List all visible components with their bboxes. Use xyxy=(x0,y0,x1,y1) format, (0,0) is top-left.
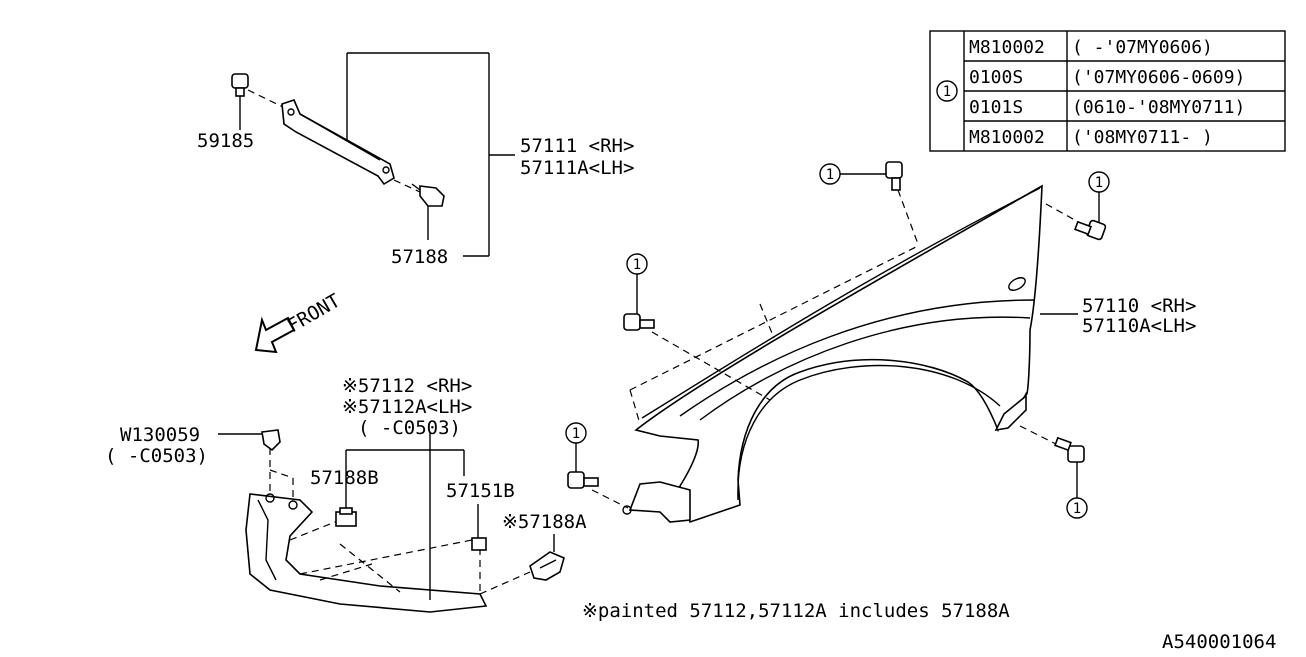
label-57110: 57110 <RH> xyxy=(1082,295,1196,317)
label-59185: 59185 xyxy=(197,130,254,152)
label-57112: ※57112 <RH> xyxy=(342,375,472,397)
callout-rear-lower: 1 xyxy=(1066,462,1088,519)
table-row-1-range: ( -'07MY0606) xyxy=(1072,37,1213,58)
table-row-2-part: 0100S xyxy=(969,67,1023,88)
clip-57151b-icon xyxy=(471,537,487,551)
table-row-1-part: M810002 xyxy=(969,37,1045,58)
label-w130059-range: ( -C0503) xyxy=(105,445,208,467)
table-callout-circle xyxy=(936,80,958,102)
label-57188b: 57188B xyxy=(310,467,379,489)
front-label: FRONT xyxy=(284,290,345,338)
svg-text:1: 1 xyxy=(633,257,641,273)
svg-text:1: 1 xyxy=(572,426,580,442)
bolt-front-lower-icon xyxy=(567,471,599,489)
table-row-3-part: 0101S xyxy=(969,97,1023,118)
label-57188: 57188 xyxy=(391,246,448,268)
fender-bracket-assembly: 59185 57111 <RH> 57111A<LH> 57188 xyxy=(197,52,634,268)
label-57111: 57111 <RH> xyxy=(520,135,634,157)
clip-w130059-icon xyxy=(261,429,281,452)
callout-rear-upper: 1 xyxy=(1088,171,1110,222)
front-direction-indicator: FRONT xyxy=(254,290,345,354)
callout-top: 1 xyxy=(819,163,886,185)
callout-front-lower: 1 xyxy=(565,422,587,472)
label-57110a: 57110A<LH> xyxy=(1082,315,1196,337)
table-row-3-range: (0610-'08MY0711) xyxy=(1072,97,1245,118)
fender-outline-icon xyxy=(634,184,1043,524)
bolt-59185-icon xyxy=(231,73,249,97)
lower-panel-outline-icon xyxy=(245,493,488,613)
table-row-4-range: ('08MY0711- ) xyxy=(1072,127,1213,148)
svg-text:1: 1 xyxy=(1095,175,1103,191)
bolt-rear-upper-icon xyxy=(1074,219,1107,241)
table-row-4-part: M810002 xyxy=(969,127,1045,148)
label-57188a: ※57188A xyxy=(502,511,587,533)
clip-57188a-icon xyxy=(529,551,565,581)
painted-note: ※painted 57112,57112A includes 57188A xyxy=(582,600,1010,622)
diagram-reference-id: A540001064 xyxy=(1162,631,1276,653)
clip-57188b-icon xyxy=(335,507,357,527)
label-w130059: W130059 xyxy=(120,424,200,446)
bracket-57111-icon xyxy=(281,99,395,186)
bolt-rear-lower-icon xyxy=(1054,436,1085,463)
callout-front-upper: 1 xyxy=(626,253,648,314)
table-row-2-range: ('07MY0606-0609) xyxy=(1072,67,1245,88)
table-callout-number: 1 xyxy=(943,84,951,100)
svg-text:1: 1 xyxy=(1073,501,1081,517)
label-57151b: 57151B xyxy=(446,480,515,502)
front-arrow-icon xyxy=(254,316,296,354)
fender-lower-panel-57112: ※57112 <RH> ※57112A<LH> ( -C0503) W13005… xyxy=(105,375,587,613)
clip-57188-icon xyxy=(411,183,445,207)
label-57112-range: ( -C0503) xyxy=(358,417,461,439)
bolt-top-icon xyxy=(885,161,903,191)
applicability-table: 1 M810002 ( -'07MY0606) 0100S ('07MY0606… xyxy=(929,30,1286,152)
label-57112a: ※57112A<LH> xyxy=(342,396,472,418)
bolt-front-upper-icon xyxy=(623,313,655,331)
svg-text:1: 1 xyxy=(826,167,834,183)
label-57111a: 57111A<LH> xyxy=(520,157,634,179)
front-fender-57110: 1 1 1 1 1 57110 <RH> 57110A<LH> xyxy=(565,161,1196,524)
